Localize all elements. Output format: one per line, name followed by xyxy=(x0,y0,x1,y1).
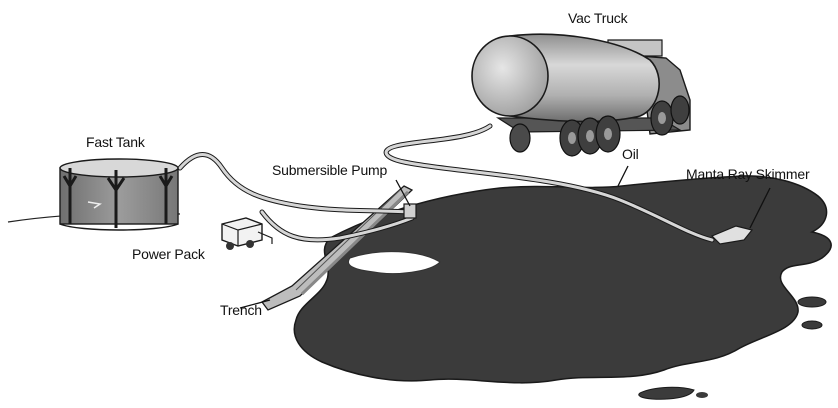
oil-droplet xyxy=(639,387,694,399)
oil-droplet xyxy=(696,392,708,398)
label-vac-truck: Vac Truck xyxy=(568,10,627,26)
label-trench: Trench xyxy=(220,302,262,318)
oil-droplet xyxy=(802,321,822,329)
submersible-pump xyxy=(404,204,416,218)
oil-droplet xyxy=(798,297,826,307)
label-oil: Oil xyxy=(622,146,639,162)
oil-spill xyxy=(294,176,831,383)
label-power-pack: Power Pack xyxy=(132,246,205,262)
label-fast-tank: Fast Tank xyxy=(86,134,145,150)
vac-truck xyxy=(472,34,690,156)
fast-tank xyxy=(60,159,178,230)
power-pack xyxy=(222,218,272,250)
label-submersible-pump: Submersible Pump xyxy=(272,162,387,178)
label-manta-ray-skimmer: Manta Ray Skimmer xyxy=(686,166,809,182)
